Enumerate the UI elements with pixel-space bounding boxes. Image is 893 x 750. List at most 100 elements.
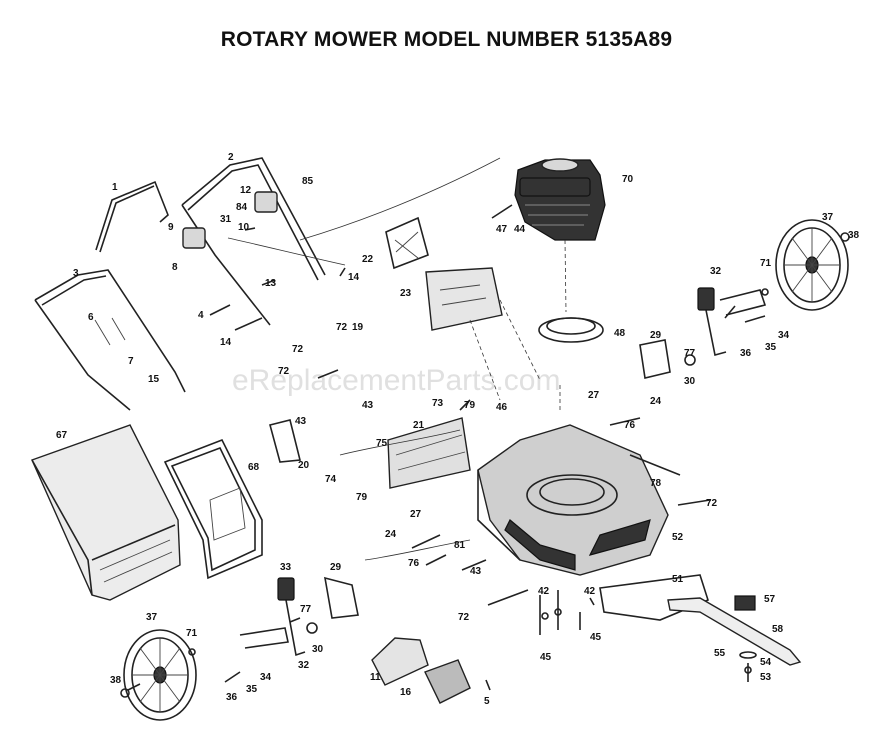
callout-30b: 30	[312, 644, 324, 655]
callout-16: 16	[400, 687, 412, 698]
callout-29b: 29	[330, 562, 342, 573]
callout-29: 29	[650, 330, 662, 341]
callout-11: 11	[370, 672, 381, 683]
callout-21: 21	[413, 420, 425, 431]
callout-45b: 45	[590, 632, 602, 643]
callout-72e: 72	[458, 612, 470, 623]
callout-71b: 71	[186, 628, 198, 639]
callout-6: 6	[88, 312, 94, 323]
callout-48: 48	[614, 328, 626, 339]
callout-15: 15	[148, 374, 160, 385]
callout-44: 44	[514, 224, 526, 235]
callout-67: 67	[56, 430, 68, 441]
callout-72b: 72	[278, 366, 290, 377]
callout-34b: 34	[260, 672, 272, 683]
discharge-plug	[424, 659, 471, 704]
callout-24b: 24	[650, 396, 662, 407]
callout-54: 54	[760, 657, 772, 668]
callout-30: 30	[684, 376, 696, 387]
engine-spacer-ring	[538, 239, 604, 343]
pivot-plate-right	[639, 339, 671, 379]
callout-76b: 76	[624, 420, 636, 431]
baffle	[425, 267, 503, 331]
wheel-left	[123, 629, 197, 721]
callout-79b: 79	[356, 492, 368, 503]
fasteners	[120, 204, 850, 698]
callout-68: 68	[248, 462, 260, 473]
callout-9: 9	[168, 222, 174, 233]
callout-78: 78	[650, 478, 662, 489]
callout-51: 51	[672, 574, 684, 585]
callout-24: 24	[385, 529, 397, 540]
callout-36: 36	[740, 348, 752, 359]
height-adjuster-left	[239, 577, 306, 657]
callout-43b: 43	[295, 416, 307, 427]
grass-catcher-bag	[31, 424, 181, 601]
callout-8: 8	[172, 262, 178, 273]
callout-22: 22	[362, 254, 374, 265]
mower-deck	[477, 424, 669, 576]
cable-lines	[227, 157, 561, 561]
callout-14: 14	[348, 272, 360, 283]
callout-53: 53	[760, 672, 772, 683]
mulch-cover	[371, 637, 429, 686]
callout-19: 19	[352, 322, 364, 333]
callout-32: 32	[710, 266, 722, 277]
callout-70: 70	[622, 174, 634, 185]
callout-71: 71	[760, 258, 772, 269]
callout-14b: 14	[220, 337, 232, 348]
callout-23: 23	[400, 288, 412, 299]
callout-74: 74	[325, 474, 337, 485]
watermark-text: eReplacementParts.com	[232, 364, 560, 397]
diagram-title: ROTARY MOWER MODEL NUMBER 5135A89	[220, 28, 673, 51]
callout-35: 35	[765, 342, 777, 353]
callout-57: 57	[764, 594, 776, 605]
callout-47: 47	[496, 224, 508, 235]
callout-27b: 27	[588, 390, 600, 401]
cover-plate	[385, 216, 429, 270]
callout-72: 72	[292, 344, 304, 355]
callout-4: 4	[198, 310, 204, 321]
callout-58: 58	[772, 624, 784, 635]
callout-37: 37	[822, 212, 834, 223]
callout-76: 76	[408, 558, 420, 569]
callout-81: 81	[454, 540, 466, 551]
callout-35b: 35	[246, 684, 258, 695]
callout-77b: 77	[300, 604, 312, 615]
callout-42: 42	[538, 586, 550, 597]
callout-27: 27	[410, 509, 422, 520]
callout-12: 12	[240, 185, 252, 196]
callout-43c: 43	[470, 566, 482, 577]
upper-handle-rod	[95, 180, 169, 253]
callout-31: 31	[220, 214, 232, 225]
wheel-right	[775, 219, 849, 311]
callout-45: 45	[540, 652, 552, 663]
callout-labels: 1 2 3 4 5 6 7 8 9 10 11 12 13 14 14 15 1…	[56, 152, 860, 707]
callout-72c: 72	[336, 322, 348, 333]
callout-55: 55	[714, 648, 726, 659]
callout-75: 75	[376, 438, 388, 449]
callout-10: 10	[238, 222, 250, 233]
callout-38b: 38	[110, 675, 122, 686]
lower-handle	[34, 269, 186, 411]
callout-3: 3	[73, 268, 79, 279]
callout-42b: 42	[584, 586, 596, 597]
callout-32b: 32	[298, 660, 310, 671]
callout-79: 79	[464, 400, 476, 411]
height-adjuster-right	[697, 287, 767, 356]
callout-5: 5	[484, 696, 490, 707]
callout-52: 52	[672, 532, 684, 543]
callout-2: 2	[228, 152, 234, 163]
callout-77: 77	[684, 348, 696, 359]
catcher-frame	[163, 438, 263, 580]
callout-85: 85	[302, 176, 314, 187]
callout-7: 7	[128, 356, 134, 367]
callout-46: 46	[496, 402, 508, 413]
engine	[514, 158, 606, 241]
callout-72d: 72	[706, 498, 718, 509]
callout-13: 13	[265, 278, 277, 289]
bracket-20	[269, 419, 302, 463]
callout-36b: 36	[226, 692, 238, 703]
callout-20: 20	[298, 460, 310, 471]
